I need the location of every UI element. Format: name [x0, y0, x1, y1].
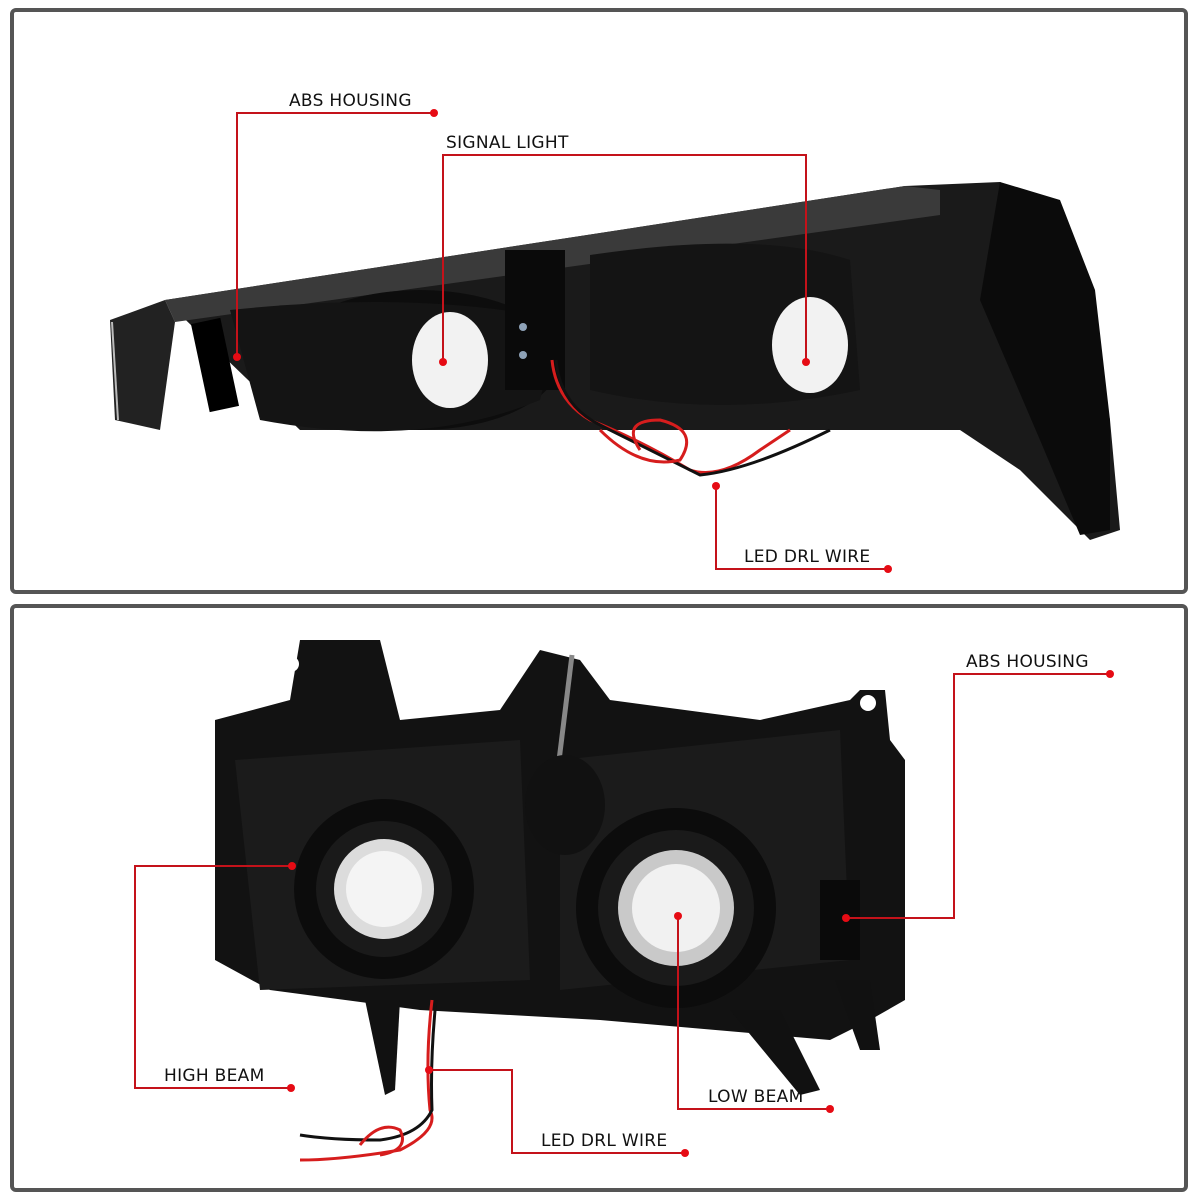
callout-label-high-beam: HIGH BEAM [164, 1066, 265, 1086]
callout-label-abs-housing-bottom: ABS HOUSING [966, 652, 1089, 672]
callout-label-led-drl-wire-bottom: LED DRL WIRE [541, 1131, 668, 1151]
callout-label-low-beam: LOW BEAM [708, 1087, 804, 1107]
callout-label-led-drl-wire-top: LED DRL WIRE [744, 547, 871, 567]
callout-label-abs-housing-top: ABS HOUSING [289, 91, 412, 111]
callout-label-signal-light: SIGNAL LIGHT [446, 133, 569, 153]
top-panel-frame [10, 8, 1188, 594]
bottom-panel-frame [10, 604, 1188, 1192]
